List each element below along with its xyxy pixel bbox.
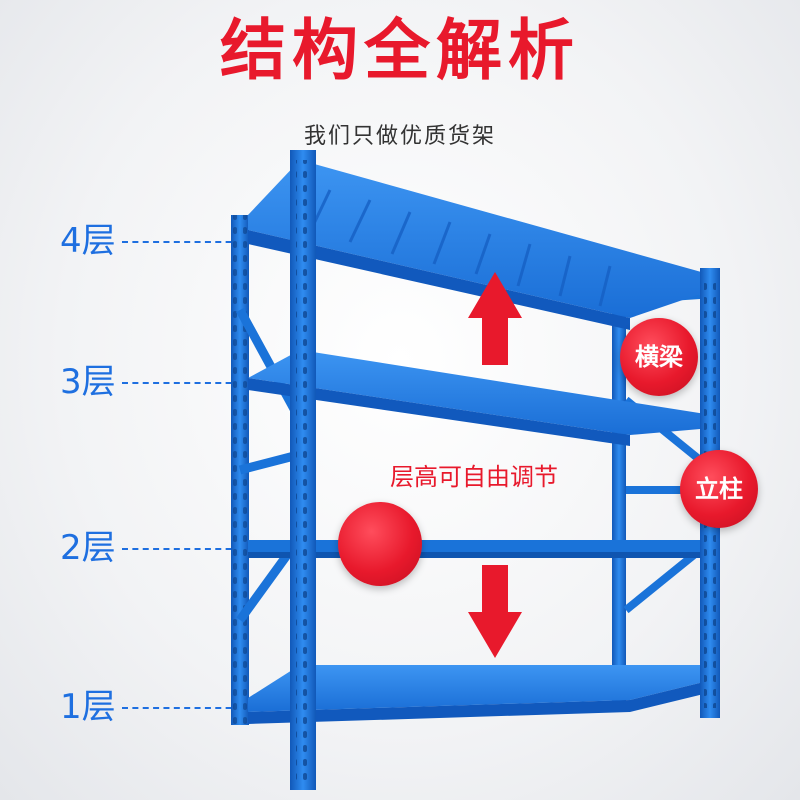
shelf-level-4: [248, 160, 712, 318]
page-subtitle: 我们只做优质货架: [303, 124, 496, 149]
shelf-level-1: [248, 665, 712, 712]
beam-level-2: [248, 540, 712, 552]
level-label-4: 4层: [60, 221, 116, 261]
level-label-1: 1层: [60, 687, 116, 727]
arrow-up-icon: [468, 272, 522, 365]
shelf-level-3: [248, 350, 712, 435]
page-title: 结构全解析: [220, 12, 580, 89]
level-label-2: 2层: [60, 528, 116, 568]
level-label-3: 3层: [60, 362, 116, 402]
level-1-leader: [122, 707, 242, 709]
beam-badge: 横梁: [620, 318, 698, 396]
level-2-leader: [122, 548, 242, 550]
level-4-leader: [122, 241, 242, 243]
adjust-point-marker: [338, 502, 422, 586]
level-3-leader: [122, 382, 242, 384]
arrow-down-icon: [468, 565, 522, 658]
adjustable-height-text: 层高可自由调节: [390, 463, 558, 491]
upright-badge: 立柱: [680, 450, 758, 528]
